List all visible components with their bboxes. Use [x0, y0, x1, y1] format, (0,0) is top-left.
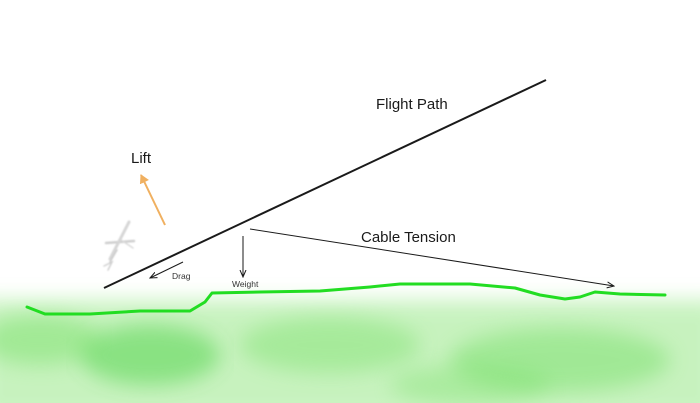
- cable-tension-arrow: [249, 228, 614, 286]
- glider-icon: [103, 220, 136, 271]
- lift-arrow: [139, 174, 166, 226]
- weight-label: Weight: [232, 279, 259, 289]
- grass-area: [0, 300, 700, 403]
- ground-line: [25, 282, 667, 316]
- cable-tension-label: Cable Tension: [361, 229, 456, 246]
- flight-path-label: Flight Path: [376, 96, 448, 113]
- drag-label: Drag: [172, 271, 191, 281]
- flight-path-line: [103, 79, 547, 289]
- drag-arrow: [150, 261, 184, 278]
- lift-label: Lift: [131, 150, 152, 167]
